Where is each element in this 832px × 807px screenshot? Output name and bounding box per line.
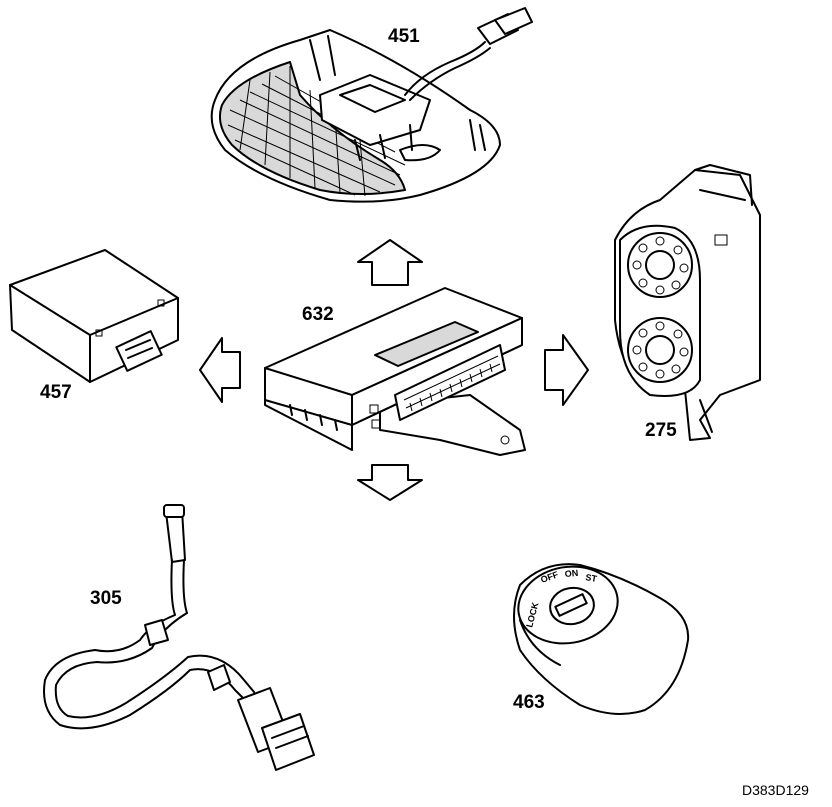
part-451-roof-console bbox=[210, 7, 533, 203]
label-305: 305 bbox=[90, 588, 122, 609]
label-632: 632 bbox=[302, 304, 334, 325]
arrow-down bbox=[357, 464, 423, 501]
label-275: 275 bbox=[645, 420, 677, 441]
drawing-reference: D383D129 bbox=[742, 782, 809, 798]
ignition-st-label: ST bbox=[585, 572, 599, 584]
part-463-ignition-switch bbox=[513, 563, 690, 715]
ignition-on-label: ON bbox=[564, 568, 578, 579]
arrow-right bbox=[544, 334, 589, 406]
part-275-sensor-unit bbox=[614, 164, 761, 441]
part-632-ecu bbox=[264, 287, 526, 456]
label-451: 451 bbox=[388, 26, 420, 47]
label-463: 463 bbox=[513, 692, 545, 713]
part-305-harness-sensor bbox=[43, 504, 315, 771]
arrow-up bbox=[357, 239, 423, 286]
label-457: 457 bbox=[40, 382, 72, 403]
part-457-module bbox=[9, 249, 179, 383]
arrow-left bbox=[199, 337, 241, 403]
